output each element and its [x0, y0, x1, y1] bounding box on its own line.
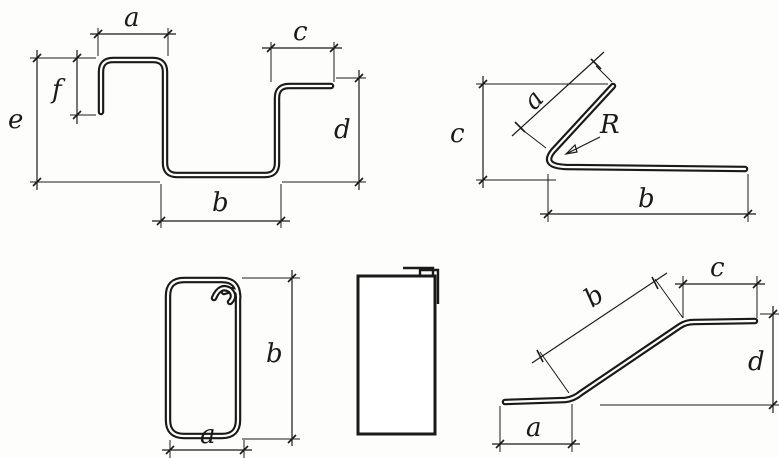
stirrup-dim-a: a [162, 420, 252, 458]
stirrup-label-a: a [200, 420, 216, 450]
l-bar-dim-c: c [450, 76, 608, 188]
u-bar-dim-a: a [90, 3, 176, 56]
bent-bar-figure: b c d a [492, 253, 779, 452]
stirrup-side-hook [403, 266, 440, 304]
l-bar-figure: a c R b [450, 51, 756, 222]
u-bar-rebar [97, 56, 335, 179]
u-bar-dim-f: f [50, 50, 96, 124]
l-bar-label-r: R [599, 110, 620, 140]
u-bar-figure: a c e f [8, 3, 366, 228]
l-bar-label-b: b [638, 184, 655, 214]
l-bar-rebar-hollow [548, 84, 747, 171]
bent-bar-rebar-hollow [503, 319, 757, 404]
l-bar-label-c: c [450, 119, 465, 149]
u-bar-rebar-hollow [99, 58, 333, 177]
u-bar-dim-e: e [8, 50, 160, 190]
stirrup-rebar-hollow [166, 278, 240, 438]
stirrup-hook-hollow [212, 287, 235, 304]
l-bar-radius-leader: R [564, 110, 620, 155]
bent-bar-label-b: b [579, 280, 610, 314]
stirrup-side-view [356, 266, 440, 436]
l-bar-dim-b: b [540, 174, 756, 222]
l-bar-label-a: a [517, 84, 550, 116]
u-bar-dim-b: b [152, 184, 290, 228]
u-bar-label-c: c [293, 17, 308, 47]
bent-bar-dim-a: a [492, 404, 580, 452]
u-bar-label-f: f [50, 75, 66, 105]
u-bar-label-d: d [334, 115, 351, 145]
bent-bar-label-a: a [526, 413, 542, 443]
u-bar-label-a: a [124, 3, 140, 33]
bent-bar-label-d: d [748, 347, 765, 377]
u-bar-label-e: e [8, 105, 23, 135]
u-bar-label-b: b [212, 188, 229, 218]
bent-bar-dim-d: d [600, 306, 779, 413]
stirrup-dim-b: b [242, 270, 300, 446]
bent-bar-dim-c: c [675, 253, 765, 318]
stirrup-figure: b a [162, 270, 300, 458]
l-bar-rebar [545, 82, 749, 173]
u-bar-dim-c: c [262, 17, 342, 82]
bent-bar-label-c: c [710, 253, 725, 283]
stirrup-label-b: b [266, 339, 283, 369]
stirrup-side-box [356, 274, 437, 436]
u-bar-dim-d: d [282, 70, 366, 190]
